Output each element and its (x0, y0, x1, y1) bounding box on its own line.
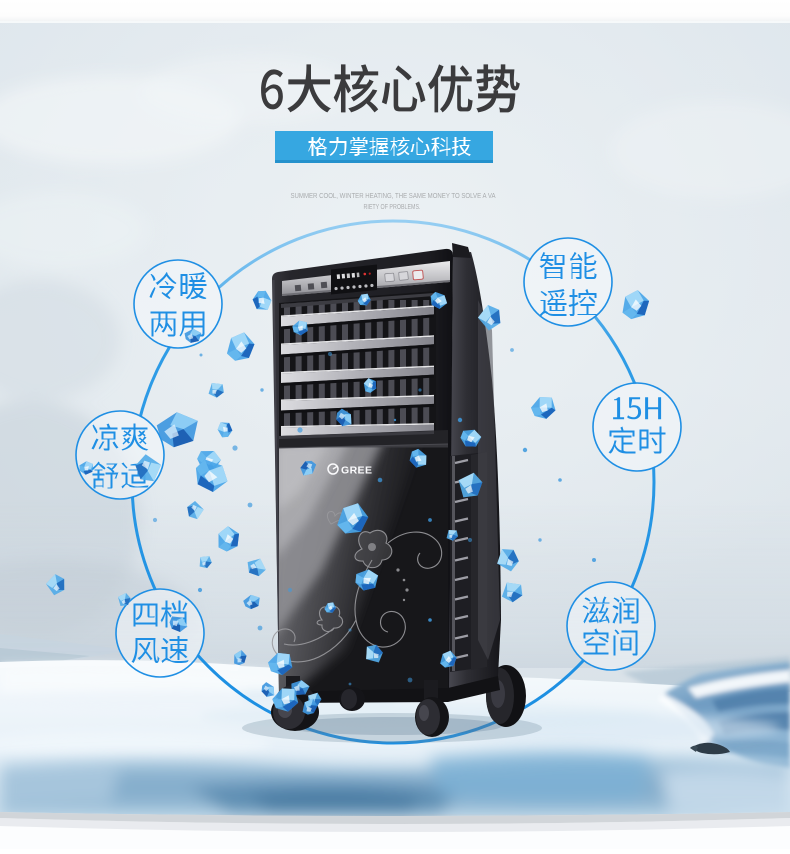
svg-text:SUMMER COOL, WINTER HEATING, T: SUMMER COOL, WINTER HEATING, THE SAME MO… (291, 191, 496, 200)
svg-text:GREE: GREE (341, 465, 372, 477)
svg-text:RIETY OF PROBLEMS.: RIETY OF PROBLEMS. (364, 202, 421, 211)
